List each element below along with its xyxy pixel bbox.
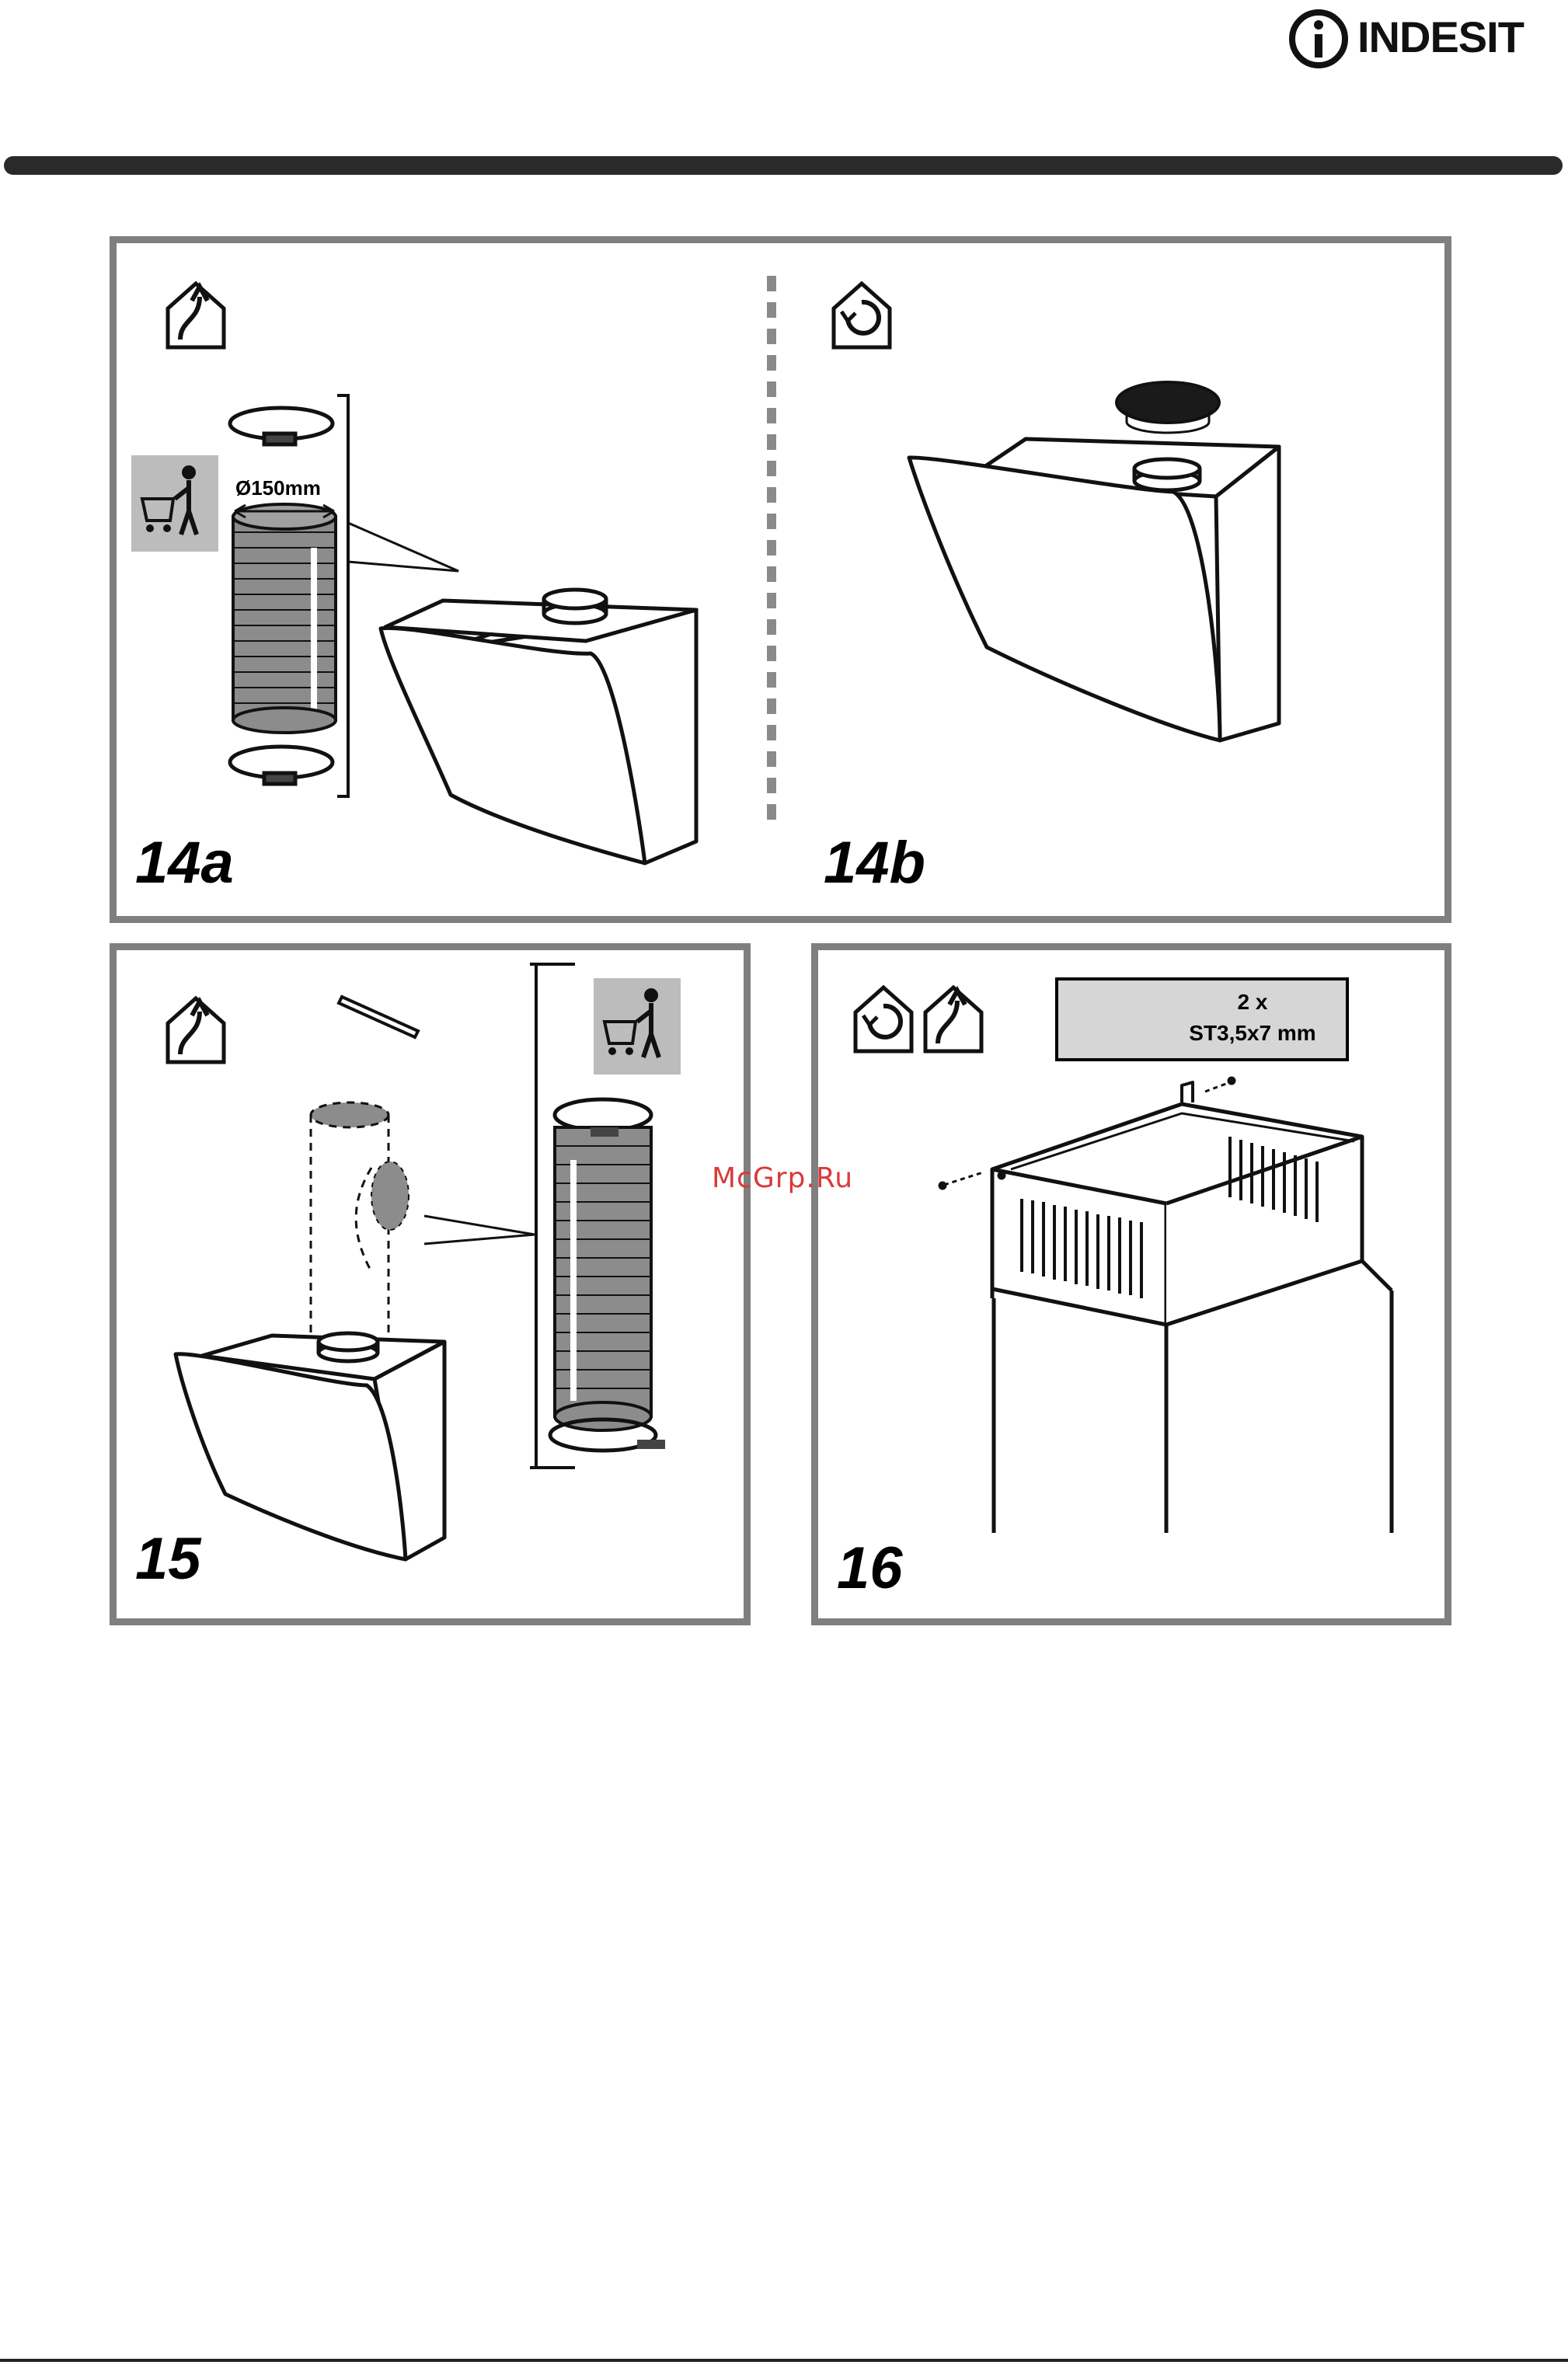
screw-quantity: 2 x (1190, 990, 1315, 1015)
screw-spec: ST3,5x7 mm (1159, 1021, 1346, 1046)
duct-outline (311, 1102, 389, 1354)
ducted-house-icon (925, 987, 981, 1051)
panel-15-drawing (117, 950, 758, 1632)
step-label-14a: 14a (135, 832, 234, 894)
step-label-15: 15 (135, 1528, 201, 1590)
cooker-hood-14a (381, 590, 696, 863)
ducted-house-icon (168, 998, 224, 1062)
callout-pointer (348, 523, 458, 571)
panel-14-drawing (117, 243, 1458, 930)
indesit-logo-icon (1286, 6, 1356, 68)
hose-clamp-bottom (230, 747, 333, 784)
step-label-16: 16 (837, 1538, 903, 1600)
duct-connection-highlight (371, 1162, 409, 1230)
hose-clamp-top (230, 408, 333, 444)
bracket-line (337, 395, 348, 796)
screw-info-box: 2 x ST3,5x7 mm (1055, 977, 1349, 1061)
mode-separator (766, 276, 777, 820)
chimney-cover (992, 1082, 1392, 1632)
header-bar (4, 156, 1563, 175)
watermark-text: McGrp.Ru (712, 1162, 853, 1194)
panel-15: 15 (110, 943, 751, 1625)
panel-14: Ø150mm 14a 14b (110, 236, 1451, 923)
footer-line (0, 2359, 1568, 2362)
step-label-14b: 14b (824, 832, 925, 894)
recirculation-house-icon (834, 284, 890, 347)
bracket-line (530, 964, 536, 1468)
cooker-hood-14b (909, 439, 1279, 740)
callout-pointer (424, 1216, 535, 1244)
panel-16: 2 x ST3,5x7 mm 16 (811, 943, 1451, 1625)
ducted-house-icon (168, 284, 224, 347)
carbon-filter (1117, 382, 1219, 433)
duct-bracket (339, 997, 418, 1037)
flexible-duct-hose (550, 1099, 665, 1451)
diameter-label: Ø150mm (235, 476, 321, 500)
brand-name: INDESIT (1357, 14, 1524, 61)
shopping-cart-person-icon (594, 978, 681, 1075)
recirculation-house-icon (855, 987, 911, 1051)
cooker-hood-15 (176, 1333, 444, 1559)
indesit-logo: INDESIT (1286, 6, 1558, 68)
shopping-cart-person-icon (131, 455, 218, 552)
flexible-duct-hose (233, 504, 336, 733)
